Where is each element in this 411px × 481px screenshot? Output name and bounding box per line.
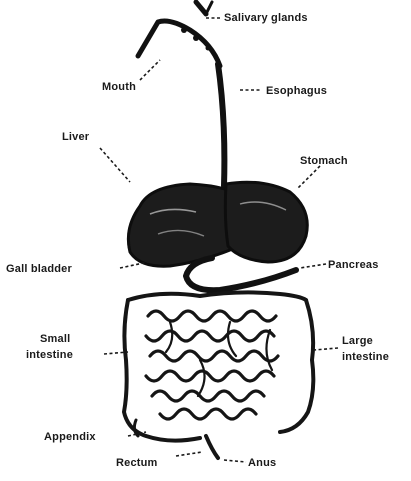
leader-gall-bladder <box>120 262 148 268</box>
leader-pancreas <box>300 264 326 268</box>
label-gall-bladder: Gall bladder <box>6 263 72 275</box>
label-stomach: Stomach <box>300 155 348 167</box>
label-salivary-glands: Salivary glands <box>224 12 308 24</box>
leader-liver <box>100 148 130 182</box>
label-liver: Liver <box>62 131 90 143</box>
pancreas <box>186 258 296 290</box>
label-small-intestine-line2: intestine <box>26 349 73 361</box>
label-rectum: Rectum <box>116 457 158 469</box>
label-esophagus: Esophagus <box>266 85 327 97</box>
label-small-intestine-line1: Small <box>40 333 70 345</box>
leader-rectum <box>176 452 202 456</box>
label-mouth: Mouth <box>102 81 136 93</box>
label-anus: Anus <box>248 457 276 469</box>
label-appendix: Appendix <box>44 431 96 443</box>
leader-large-intestine <box>314 348 338 350</box>
stomach <box>225 182 307 262</box>
label-pancreas: Pancreas <box>328 259 379 271</box>
small-intestine <box>146 311 278 419</box>
label-large-intestine-line2: intestine <box>342 351 389 363</box>
leader-mouth <box>140 60 160 80</box>
leader-stomach <box>298 166 320 188</box>
large-intestine <box>124 292 313 440</box>
salivary-gland-marks <box>181 27 211 51</box>
leader-anus <box>224 460 246 462</box>
label-large-intestine-line1: Large <box>342 335 373 347</box>
